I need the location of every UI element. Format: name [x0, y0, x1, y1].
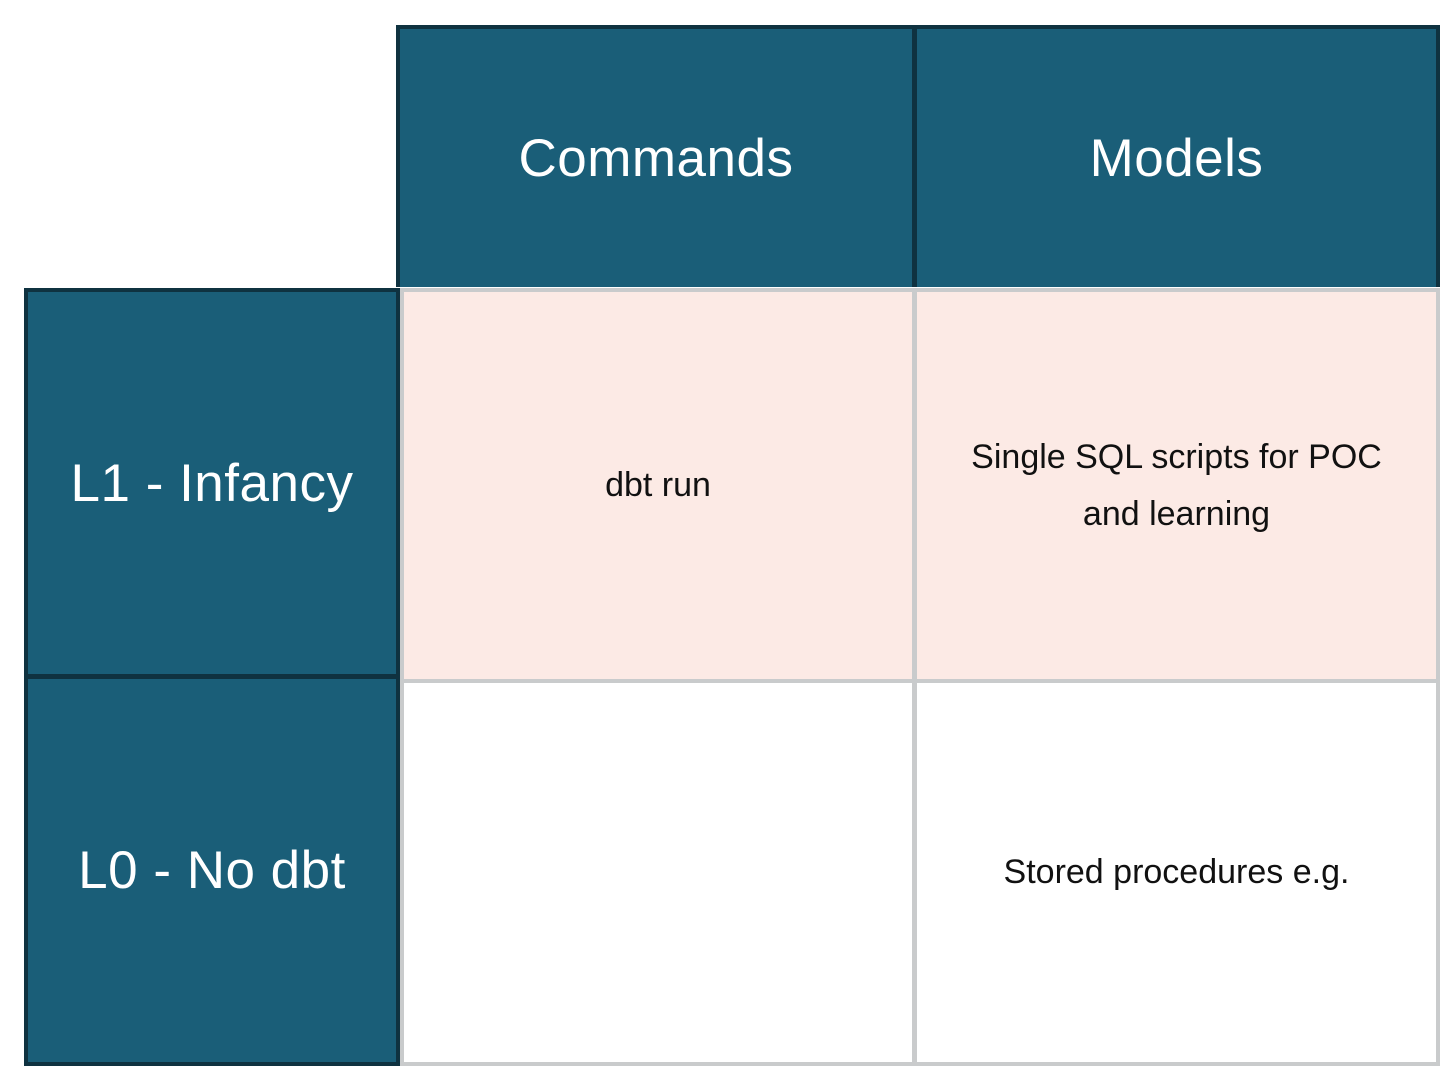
cell-l1-models: Single SQL scripts for POC and learning — [917, 288, 1440, 679]
cell-l1-commands-text: dbt run — [605, 466, 711, 505]
column-header-commands-label: Commands — [518, 128, 794, 188]
row-header-l1-infancy-label: L1 - Infancy — [70, 453, 354, 513]
column-header-models: Models — [917, 25, 1440, 287]
row-header-l0-no-dbt-label: L0 - No dbt — [78, 841, 346, 900]
column-header-commands: Commands — [396, 25, 917, 287]
cell-l1-commands: dbt run — [400, 288, 917, 679]
row-header-l1-infancy: L1 - Infancy — [24, 288, 400, 679]
column-header-models-label: Models — [1089, 128, 1264, 188]
cell-l0-models-text: Stored procedures e.g. — [1003, 853, 1350, 892]
cell-l0-commands — [400, 679, 917, 1066]
cell-l0-models: Stored procedures e.g. — [917, 679, 1440, 1066]
cell-l1-models-text: Single SQL scripts for POC and learning — [971, 438, 1382, 533]
row-header-l0-no-dbt: L0 - No dbt — [24, 679, 400, 1066]
